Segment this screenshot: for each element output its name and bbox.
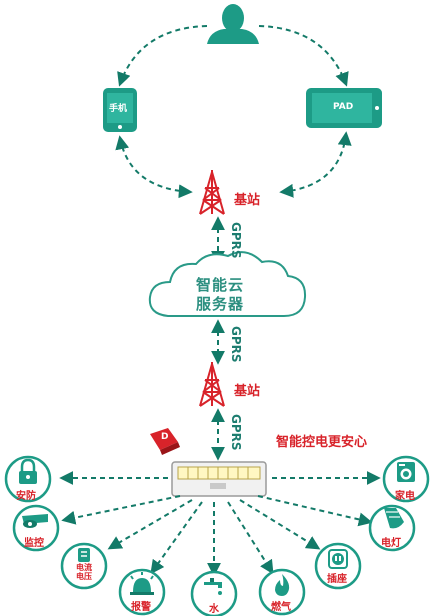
user-icon — [207, 4, 259, 44]
lock-icon — [19, 458, 37, 484]
faucet-icon — [204, 578, 222, 595]
flame-icon — [275, 574, 290, 596]
node-label-security: 安防 — [16, 491, 36, 502]
gprs-label-2: GPRS — [229, 326, 243, 363]
link-phone-tower — [115, 135, 193, 199]
tower-label-top: 基站 — [234, 193, 261, 208]
node-label-light: 电灯 — [381, 538, 401, 549]
phone-label: 手机 — [109, 104, 128, 114]
brand-badge-letter: D — [161, 432, 169, 442]
node-label-monitor: 监控 — [24, 538, 44, 549]
controller-box — [171, 461, 267, 497]
link-socket — [239, 499, 321, 550]
link-monitor — [61, 495, 181, 525]
node-label-appliance: 家电 — [395, 491, 415, 502]
node-label-current-2: 电压 — [76, 572, 92, 581]
link-user-phone — [117, 25, 208, 87]
phone-icon — [103, 88, 137, 132]
gprs-label-3: GPRS — [229, 414, 243, 451]
link-gas — [227, 501, 274, 575]
camera-icon — [22, 514, 48, 528]
outlet-icon — [328, 549, 348, 569]
pad-icon — [306, 88, 382, 128]
link-pad-tower — [279, 131, 352, 198]
cloud-label-line1: 智能云 — [196, 276, 245, 294]
node-label-alarm: 报警 — [131, 602, 151, 613]
node-label-socket: 插座 — [327, 574, 347, 585]
slogan-text: 智能控电更安心 — [276, 435, 368, 450]
brand-badge-icon — [150, 428, 180, 455]
tower-label-bottom: 基站 — [234, 384, 261, 399]
cloud-label-line2: 服务器 — [196, 295, 245, 313]
node-socket — [314, 542, 362, 590]
link-light — [257, 495, 373, 527]
cloud-shape — [148, 251, 307, 317]
link-current — [107, 499, 193, 550]
link-user-pad — [258, 25, 349, 87]
pad-label: PAD — [333, 102, 354, 112]
node-water — [190, 570, 238, 616]
gprs-label-1: GPRS — [229, 222, 243, 259]
node-label-water: 水 — [209, 604, 219, 615]
siren-icon — [130, 572, 154, 595]
tower-icon-bottom — [199, 362, 225, 407]
node-label-current-1: 电流 — [76, 563, 92, 572]
node-current — [60, 542, 108, 590]
node-label-gas: 燃气 — [271, 602, 291, 613]
washer-icon — [397, 462, 415, 482]
meter-icon — [78, 548, 90, 562]
link-alarm — [150, 501, 203, 575]
tower-icon-top — [199, 170, 225, 215]
bulb-icon — [384, 508, 404, 529]
